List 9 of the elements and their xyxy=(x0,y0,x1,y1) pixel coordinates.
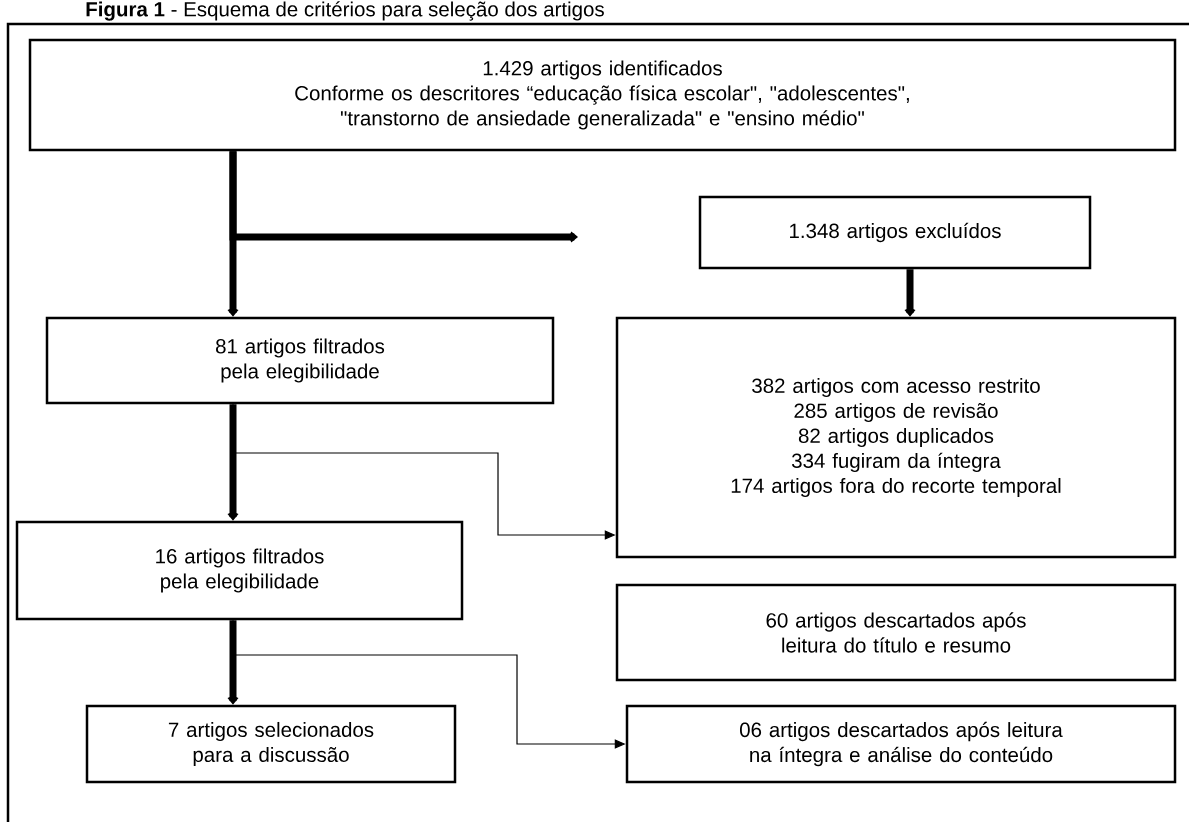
process-box: 1.429 artigos identificados Conforme os descritores “educação física escolar", "adolescentes", "transtorno de ansiedade generalizada" e "ensino médio" xyxy=(28,38,1177,152)
process-box: 1.348 artigos excluídos xyxy=(698,195,1092,270)
figure-title: Figura 1 - Esquema de critérios para seleção dos artigos xyxy=(86,1,604,21)
process-box: 16 artigos filtrados pela elegibilidade xyxy=(15,520,464,621)
process-box: 7 artigos selecionados para a discussão xyxy=(85,704,457,784)
process-box: 382 artigos com acesso restrito 285 artigos de revisão 82 artigos duplicados 334 fugiram da íntegra 174 artigos fora do recorte temporal xyxy=(615,316,1177,559)
process-box: 60 artigos descartados após leitura do título e resumo xyxy=(615,583,1177,682)
process-box: 81 artigos filtrados pela elegibilidade xyxy=(45,316,555,405)
process-box: 06 artigos descartados após leitura na íntegra e análise do conteúdo xyxy=(625,704,1177,784)
